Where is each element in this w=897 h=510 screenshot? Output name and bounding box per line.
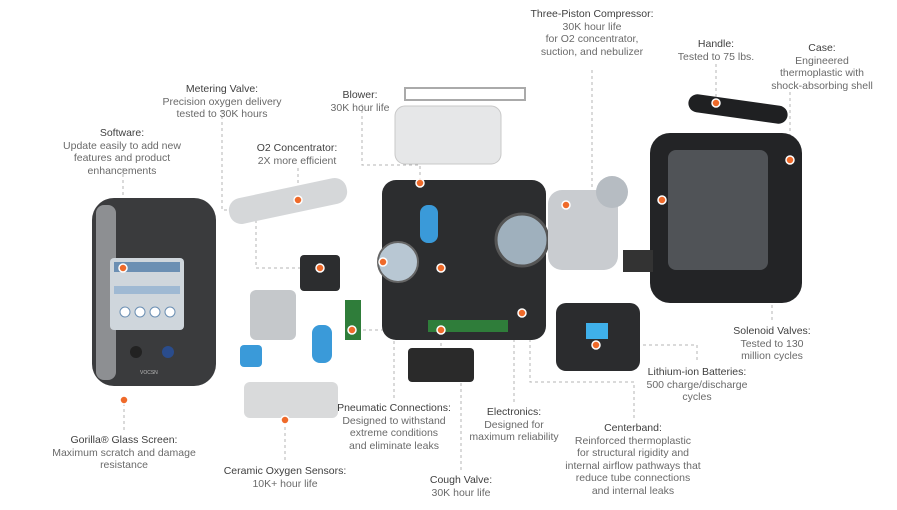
- label-batteries: Lithium-ion Batteries:500 charge/dischar…: [646, 366, 748, 404]
- compressor: [548, 190, 618, 270]
- sensor-manifold: [244, 382, 338, 418]
- label-sensors: Ceramic Oxygen Sensors:10K+ hour life: [223, 465, 347, 490]
- callout-dots: [118, 98, 795, 425]
- label-handle: Handle:Tested to 75 lbs.: [677, 38, 755, 63]
- label-metering-valve: Metering Valve:Precision oxygen delivery…: [162, 83, 282, 121]
- cough-valve: [408, 348, 474, 382]
- label-blower: Blower:30K hour life: [330, 89, 390, 114]
- blower: [394, 105, 502, 165]
- o2-concentrator: [228, 178, 348, 224]
- label-pneumatic: Pneumatic Connections:Designed to withst…: [337, 402, 451, 452]
- device-brand: VOCSN: [140, 370, 158, 376]
- label-o2-concentrator: O2 Concentrator:2X more efficient: [256, 142, 338, 167]
- label-cough-valve: Cough Valve:30K hour life: [429, 474, 493, 499]
- handle: [688, 94, 788, 124]
- label-glass-screen: Gorilla® Glass Screen:Maximum scratch an…: [52, 434, 196, 472]
